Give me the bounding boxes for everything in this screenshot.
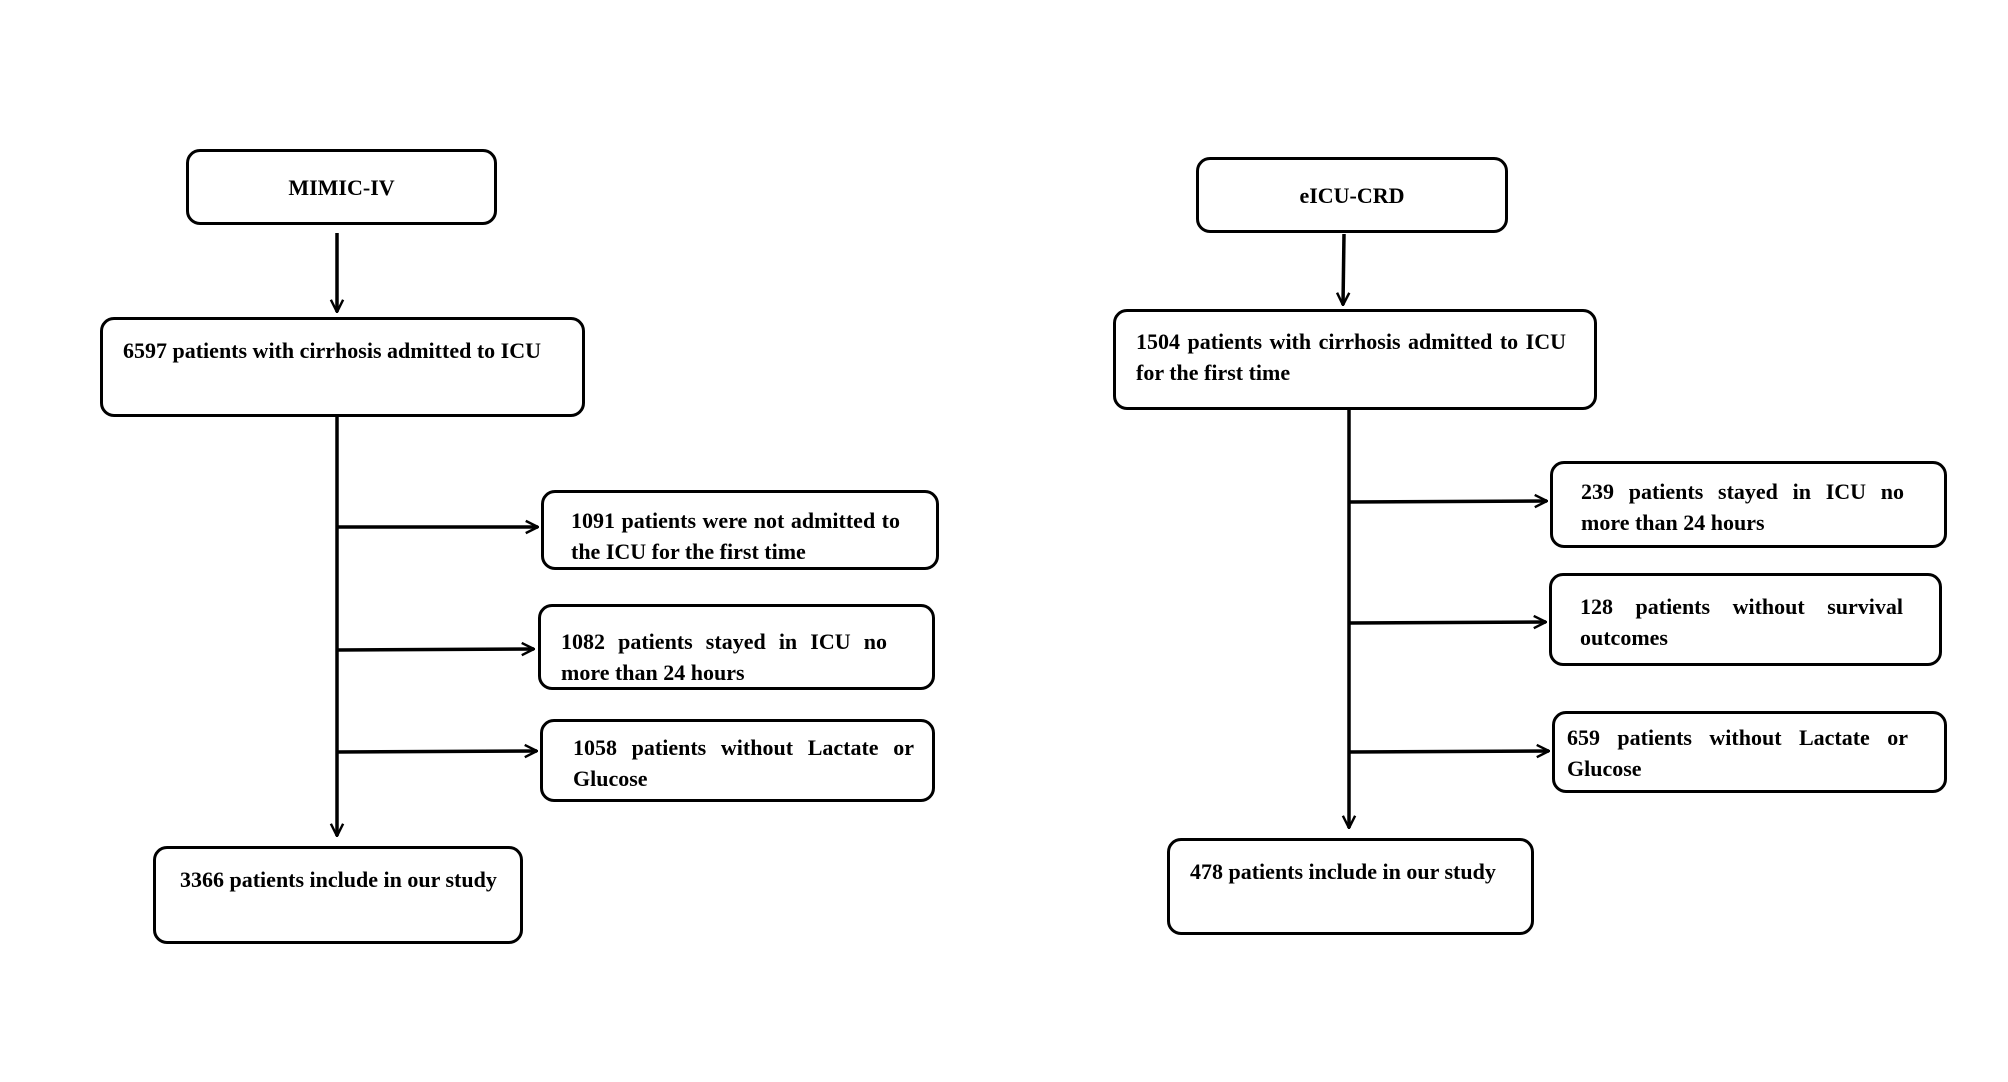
- left-exclusion-box-2: 1082 patients stayed in ICU no more than…: [538, 604, 935, 690]
- right-cohort-box: 1504 patients with cirrhosis admitted to…: [1113, 309, 1597, 410]
- right-exclusion-text-1: 239 patients stayed in ICU no more than …: [1581, 479, 1904, 535]
- left-exclusion-text-1: 1091 patients were not admitted to the I…: [571, 508, 900, 564]
- right-exclusion-text-2: 128 patients without survival outcomes: [1580, 594, 1903, 650]
- left-final-text: 3366 patients include in our study: [180, 867, 497, 892]
- right-exclusion-box-1: 239 patients stayed in ICU no more than …: [1550, 461, 1947, 548]
- right-arrow-source-to-cohort: [1343, 233, 1344, 305]
- left-cohort-text: 6597 patients with cirrhosis admitted to…: [123, 338, 541, 363]
- right-arrow-exclusion-1: [1348, 501, 1547, 502]
- right-source-box: eICU-CRD: [1196, 157, 1508, 233]
- right-exclusion-box-3: 659 patients without Lactate or Glucose: [1552, 711, 1947, 793]
- right-final-text: 478 patients include in our study: [1190, 859, 1496, 884]
- left-source-label: MIMIC-IV: [288, 174, 395, 200]
- right-exclusion-box-2: 128 patients without survival outcomes: [1549, 573, 1942, 666]
- right-final-box: 478 patients include in our study: [1167, 838, 1534, 935]
- left-arrow-exclusion-3: [336, 751, 537, 752]
- left-exclusion-text-3: 1058 patients without Lactate or Glucose: [573, 735, 914, 791]
- left-exclusion-text-2: 1082 patients stayed in ICU no more than…: [561, 629, 887, 685]
- right-source-label: eICU-CRD: [1299, 182, 1405, 208]
- right-cohort-text: 1504 patients with cirrhosis admitted to…: [1136, 329, 1566, 385]
- right-arrow-exclusion-3: [1348, 751, 1549, 752]
- right-arrow-exclusion-2: [1348, 622, 1546, 623]
- left-arrow-exclusion-2: [336, 649, 534, 650]
- left-exclusion-box-1: 1091 patients were not admitted to the I…: [541, 490, 939, 570]
- right-exclusion-text-3: 659 patients without Lactate or Glucose: [1567, 725, 1908, 781]
- left-source-box: MIMIC-IV: [186, 149, 497, 225]
- left-exclusion-box-3: 1058 patients without Lactate or Glucose: [540, 719, 935, 802]
- left-cohort-box: 6597 patients with cirrhosis admitted to…: [100, 317, 585, 417]
- left-final-box: 3366 patients include in our study: [153, 846, 523, 944]
